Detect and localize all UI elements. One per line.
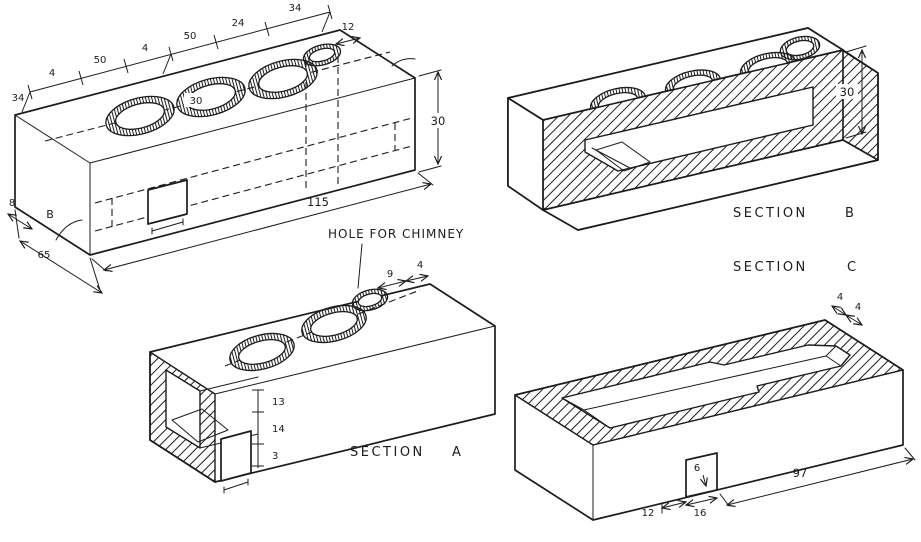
section-a-cavity-top xyxy=(199,376,259,392)
corner-arc-top-right xyxy=(391,58,416,67)
dim-section-a-edge: 9 4 xyxy=(378,260,428,288)
hole-3 xyxy=(248,58,318,100)
section-b-label-letter: B xyxy=(845,206,856,221)
recess-slope-right-b xyxy=(825,355,842,367)
section-a-edge-top-front xyxy=(214,325,496,395)
fire-door xyxy=(147,179,188,225)
chimney-hole xyxy=(302,43,342,67)
dim-chain-4: 24 xyxy=(232,18,245,29)
recess-floor-line xyxy=(583,355,827,411)
dim-h-13: 13 xyxy=(272,397,285,408)
hole-1 xyxy=(105,95,175,137)
recess-ramp-left-b xyxy=(583,409,611,429)
section-a-label-letter: A xyxy=(452,445,463,460)
svg-text:8: 8 xyxy=(9,198,15,209)
block-edge-top-front xyxy=(89,77,416,164)
svg-text:12: 12 xyxy=(342,22,355,33)
ash-door xyxy=(220,430,252,482)
dim-edge-c0: 4 xyxy=(837,292,843,303)
svg-text:97: 97 xyxy=(793,466,808,480)
dim-chain-3: 50 xyxy=(184,31,197,42)
hidden-cavity-floor xyxy=(94,145,413,232)
dim-end-width: 34 xyxy=(12,93,25,104)
section-a-label-word: SECTION xyxy=(350,445,425,460)
dim-chain-2: 4 xyxy=(142,43,148,54)
ash-door-tie xyxy=(223,481,249,491)
chimney-hole-b xyxy=(351,288,389,312)
dim-chain-0: 4 xyxy=(49,68,55,79)
door-height-arrow xyxy=(703,474,706,486)
hole-for-chimney-leader xyxy=(357,243,363,289)
section-b-base-band xyxy=(542,139,879,231)
svg-text:30: 30 xyxy=(840,85,855,99)
dim-edge-c1: 4 xyxy=(855,302,861,313)
section-b-label-word: SECTION xyxy=(733,206,808,221)
svg-text:115: 115 xyxy=(307,195,329,209)
dim-height-30: 30 xyxy=(418,69,449,173)
dim-section-a-heights: 13 14 3 xyxy=(252,389,285,468)
scallop-1 xyxy=(589,86,647,110)
dim-section-b-height: 30 xyxy=(836,45,867,139)
section-b-end-hole xyxy=(779,35,821,61)
hole-for-chimney-label: HOLE FOR CHIMNEY xyxy=(328,227,464,241)
dim-chain-5: 34 xyxy=(289,3,302,14)
svg-text:12: 12 xyxy=(642,508,655,519)
section-c-label-letter: C xyxy=(847,260,859,275)
view-pictorial: B 4 50 4 50 24 34 34 12 30 1 xyxy=(8,3,449,293)
dim-section-c-edge: 4 4 xyxy=(832,292,862,325)
dim-hole-diameter: 30 xyxy=(184,93,208,107)
scallop-2 xyxy=(664,69,722,93)
dim-door-offset: 12 xyxy=(642,502,686,519)
section-b-ramp xyxy=(595,141,651,172)
dim-h-14: 14 xyxy=(272,424,285,435)
dim-length-115: 115 xyxy=(91,172,434,271)
section-a-ramp xyxy=(171,408,229,443)
recess-slope-right-a xyxy=(825,345,837,357)
svg-text:65: 65 xyxy=(38,250,51,261)
dim-length-97: 97 xyxy=(719,447,916,506)
view-section-b: 30 SECTION B SECTION C xyxy=(507,27,879,275)
fire-door-tie xyxy=(151,221,184,232)
hole-2b xyxy=(229,332,295,372)
corner-arc-bottom-left xyxy=(55,219,83,241)
section-a-cut-face xyxy=(149,351,216,483)
svg-text:30: 30 xyxy=(190,96,203,107)
dim-top-chain: 4 50 4 50 24 34 xyxy=(21,3,333,113)
dim-depth-65: 65 xyxy=(14,209,102,293)
section-c-cut-surface xyxy=(514,319,904,446)
hole-3b xyxy=(301,304,367,344)
svg-text:16: 16 xyxy=(694,508,707,519)
dim-door-height: 6 xyxy=(694,463,700,474)
block-outline xyxy=(14,29,416,256)
front-door xyxy=(685,452,718,498)
dim-h-3: 3 xyxy=(272,451,278,462)
dim-chimney-offset: 12 xyxy=(336,22,360,44)
dim-chain-1: 50 xyxy=(94,55,107,66)
dim-door-width: 16 xyxy=(686,498,717,519)
dim-edge-9: 9 xyxy=(387,269,393,280)
view-section-c: 6 12 16 97 4 4 xyxy=(514,292,916,521)
dim-depth-small: 8 xyxy=(8,198,32,229)
dim-edge-4: 4 xyxy=(417,260,423,271)
corner-note-letter: B xyxy=(46,208,54,221)
view-section-a: 13 14 3 9 4 SECTION A HOLE FOR CHIMNEY xyxy=(149,227,496,494)
section-b-ramp-line xyxy=(591,147,631,169)
svg-text:30: 30 xyxy=(431,114,446,128)
block-edge-top-left xyxy=(14,114,91,164)
recess-ramp-left-a xyxy=(561,397,585,411)
section-c-label-word: SECTION xyxy=(733,260,808,275)
